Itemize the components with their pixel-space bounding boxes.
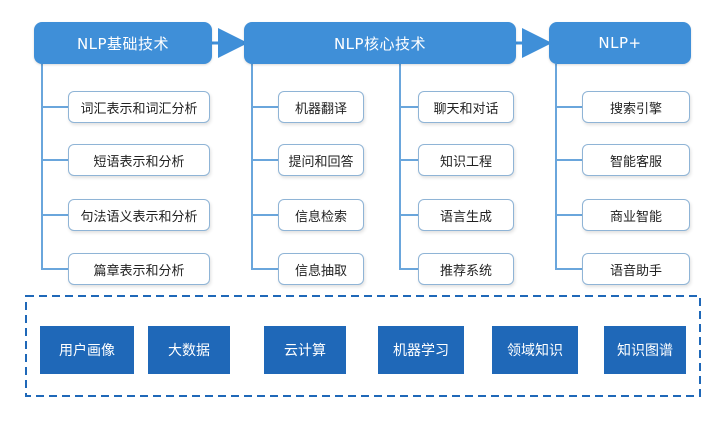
header-nlp-plus: NLP+ [549,22,691,64]
plus-item: 语音助手 [582,253,690,285]
core-left-item: 机器翻译 [278,91,364,123]
core-left-item: 提问和回答 [278,144,364,176]
foundation-block: 知识图谱 [604,326,686,374]
basic-item: 句法语义表示和分析 [68,199,210,231]
foundation-block: 机器学习 [378,326,464,374]
foundation-block: 领域知识 [492,326,578,374]
foundation-block: 大数据 [148,326,230,374]
core-left-item: 信息抽取 [278,253,364,285]
core-right-item: 推荐系统 [418,253,514,285]
plus-item: 搜索引擎 [582,91,690,123]
plus-item: 商业智能 [582,199,690,231]
basic-item: 词汇表示和词汇分析 [68,91,210,123]
header-nlp-core: NLP核心技术 [244,22,516,64]
basic-item: 短语表示和分析 [68,144,210,176]
foundation-dashed-frame [25,295,701,397]
basic-item: 篇章表示和分析 [68,253,210,285]
core-left-item: 信息检索 [278,199,364,231]
core-right-item: 聊天和对话 [418,91,514,123]
header-nlp-basic: NLP基础技术 [34,22,212,64]
foundation-block: 云计算 [264,326,346,374]
foundation-block: 用户画像 [40,326,134,374]
plus-item: 智能客服 [582,144,690,176]
core-right-item: 语言生成 [418,199,514,231]
core-right-item: 知识工程 [418,144,514,176]
